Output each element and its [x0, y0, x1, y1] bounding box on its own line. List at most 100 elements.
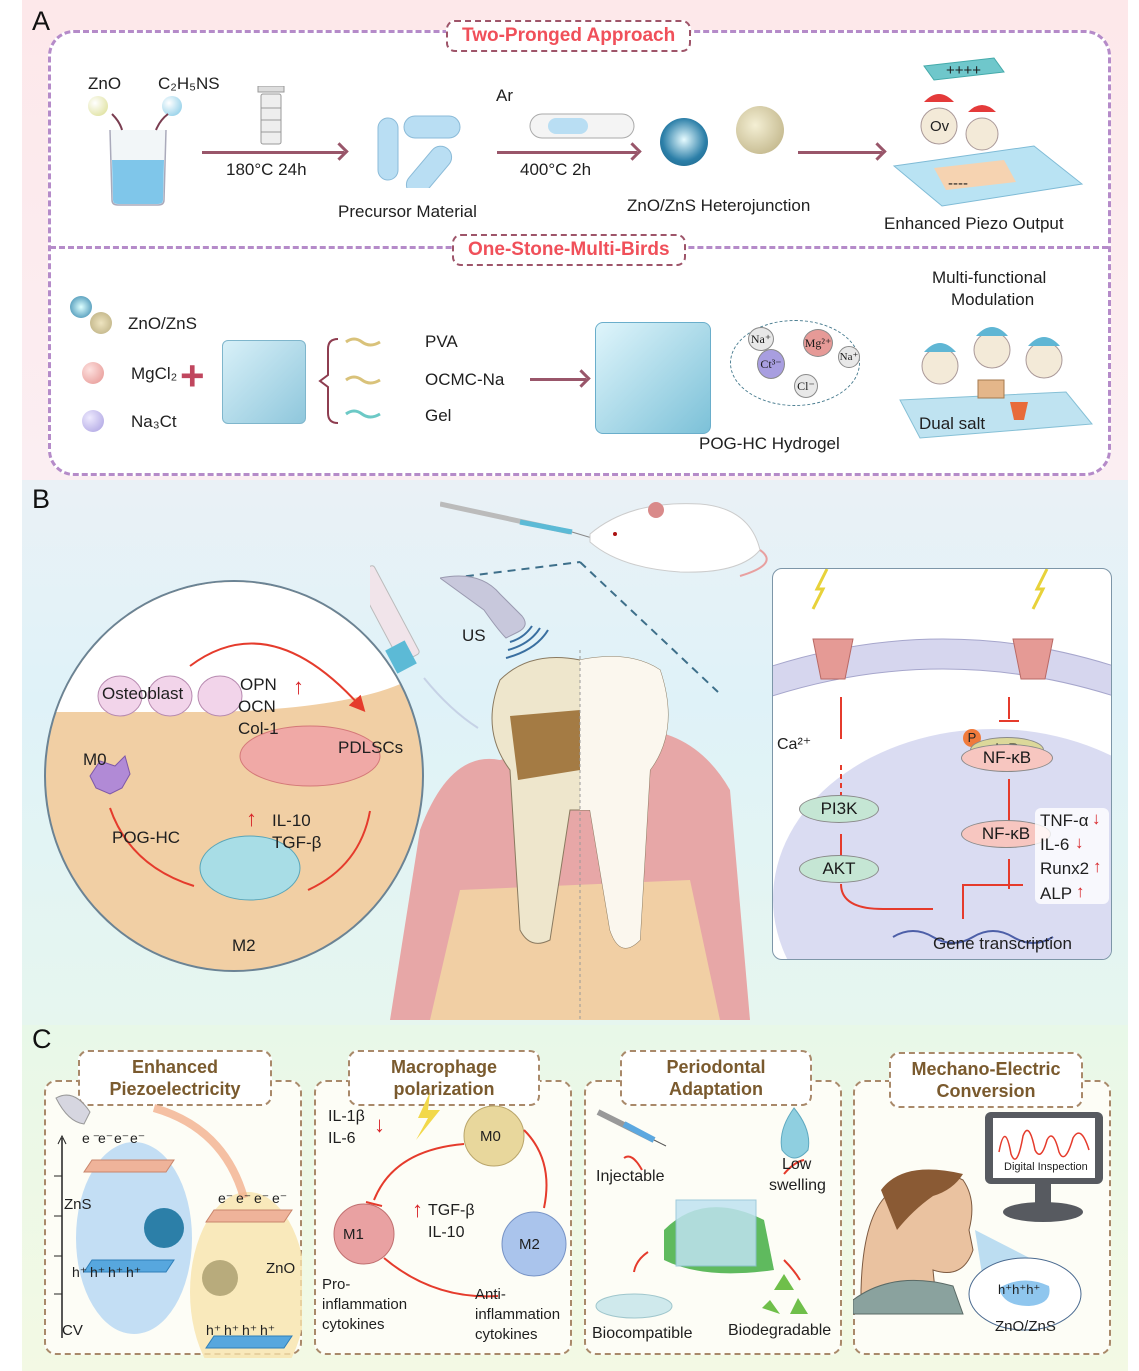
znozns-small-sphere-icon — [70, 296, 92, 318]
hole-symbol: h⁺ — [1026, 1282, 1041, 1297]
zns-hole-label: h⁺ — [126, 1264, 142, 1280]
thioacetamide-sphere-icon — [162, 96, 182, 116]
zno-label: ZnO — [266, 1260, 296, 1277]
cytokine-il10-label: IL-10 — [272, 811, 311, 830]
upregulation-arrow-icon: ↑ — [412, 1197, 423, 1222]
title-line-1: Macrophage — [390, 1057, 498, 1077]
upregulation-arrow-icon: ↑ — [1076, 882, 1085, 901]
il1b-label: IL-1β — [328, 1108, 365, 1125]
tgfb-label: TGF-β — [428, 1202, 475, 1219]
polymer-label-pva: PVA — [425, 332, 458, 351]
multi-functional-label: Multi-functional — [932, 268, 1047, 287]
polymer-label-ocmc-na: OCMC-Na — [425, 370, 505, 389]
pro-inflammation-label-2: inflammation — [322, 1296, 408, 1313]
zno-hole-label: h⁺ — [206, 1322, 222, 1338]
biodegradable-label: Biodegradable — [728, 1322, 832, 1339]
synthesis-arrow-3 — [798, 151, 882, 154]
anti-inflammation-label-2: inflammation — [475, 1306, 561, 1323]
m1-label: M1 — [343, 1226, 364, 1243]
gene-transcription-label: Gene transcription — [933, 934, 1072, 953]
downregulation-arrow-icon: ↓ — [374, 1112, 385, 1137]
periodontal-adaptation-title: Periodontal Adaptation — [620, 1050, 812, 1106]
il6-label: IL-6 — [328, 1130, 356, 1147]
gene-runx2: Runx2 — [1040, 859, 1090, 878]
zns-electrons-label: e⁻ — [82, 1130, 104, 1146]
zno-hole-label: h⁺ — [224, 1322, 240, 1338]
citrate-ion: Ct³⁻ — [757, 349, 785, 379]
piezo-output-illustration — [892, 57, 1084, 207]
polymer-chain-icons — [345, 337, 381, 419]
reagent-thioacetamide-label: C₂H₅NS — [158, 74, 220, 93]
gene-alp: ALP — [1040, 884, 1073, 903]
marker-opn-label: OPN — [240, 675, 277, 694]
znozns-small-sphere-icon — [90, 312, 112, 334]
modulation-label: Modulation — [951, 290, 1035, 309]
synthesis-arrow-2 — [497, 151, 637, 154]
zoom-dashed-lines — [451, 561, 719, 693]
calcium-ion-label: Ca²⁺ — [777, 736, 812, 753]
nfkb-cytoplasm-node: NF-κB — [961, 744, 1053, 772]
m0-label: M0 — [480, 1128, 501, 1145]
dual-salt-label: Dual salt — [919, 414, 986, 433]
pro-inflammation-label-1: Pro- — [322, 1276, 351, 1293]
periodontal-tooth-illustration — [390, 650, 750, 1020]
zns-hole-label: h⁺ — [108, 1264, 124, 1280]
plus-icon: + — [180, 352, 205, 399]
gene-tnf-alpha: TNF-α — [1040, 811, 1089, 830]
gene-il6: IL-6 — [1040, 835, 1070, 854]
zno-sphere-icon — [736, 106, 784, 154]
title-line-2: Adaptation — [669, 1079, 763, 1099]
anti-inflammation-label-1: Anti- — [475, 1286, 506, 1303]
regeneration-cells-illustration — [89, 642, 381, 901]
precursor-material-label: Precursor Material — [338, 202, 477, 221]
one-stone-multi-birds-tag: One-Stone-Multi-Birds — [452, 234, 686, 266]
panel-letter-b: B — [32, 484, 51, 514]
two-pronged-approach-tag: Two-Pronged Approach — [446, 20, 692, 52]
low-swelling-label-1: Low — [782, 1156, 812, 1173]
na3ct-sphere-icon — [82, 410, 104, 432]
sodium-ion: Na⁺ — [838, 346, 860, 368]
zno-electrons-label: e⁻ — [236, 1190, 252, 1206]
zno-hole-label: h⁺ — [260, 1322, 276, 1338]
macrophage-polarization-diagram — [333, 1092, 567, 1298]
band-structure-diagram — [54, 1094, 302, 1358]
title-line-1: Mechano-Electric — [911, 1059, 1061, 1079]
title-line-2: Conversion — [936, 1081, 1036, 1101]
il10-label: IL-10 — [428, 1224, 465, 1241]
beaker-icon — [109, 113, 169, 206]
argon-label: Ar — [496, 86, 513, 105]
pdlscs-label: PDLSCs — [338, 738, 404, 757]
synthesis-arrow-1 — [202, 151, 344, 154]
mechano-electric-conversion-title: Mechano-Electric Conversion — [889, 1052, 1083, 1108]
hydrogel-cube-icon — [222, 340, 306, 424]
znozns-material-label: ZnO/ZnS — [995, 1318, 1056, 1335]
dual-salt-workers-illustration — [899, 327, 1093, 439]
mgcl2-sphere-icon — [82, 362, 104, 384]
zno-electrons-label: e⁻ — [272, 1190, 288, 1206]
magnesium-ion: Mg²⁺ — [803, 329, 833, 357]
hole-symbol: h⁺ — [998, 1282, 1013, 1297]
sodium-ion: Na⁺ — [748, 327, 774, 351]
zno-electrons-label: e⁻ — [218, 1190, 234, 1206]
charge-separation-label: h⁺h⁺h⁺ — [998, 1282, 1040, 1298]
title-line-2: Piezoelectricity — [109, 1079, 241, 1099]
biocompatible-label: Biocompatible — [592, 1325, 693, 1342]
positive-charge-label: ++++ — [946, 62, 982, 79]
bracket-icon — [318, 338, 339, 424]
zns-electrons-label: e⁻ — [130, 1130, 146, 1146]
akt-node: AKT — [799, 855, 879, 883]
m2-label: M2 — [519, 1236, 540, 1253]
upregulation-arrow-icon: ↑ — [1093, 857, 1102, 876]
panel-letter-a: A — [32, 6, 51, 36]
zns-hole-label: h⁺ — [72, 1264, 88, 1280]
title-line-2: polarization — [393, 1079, 495, 1099]
oxygen-vacancy-label: Ov — [930, 118, 950, 135]
anti-inflammation-label-3: cytokines — [475, 1326, 538, 1343]
mechano-electric-diagram — [853, 1112, 1103, 1331]
heterojunction-label: ZnO/ZnS Heterojunction — [627, 196, 811, 215]
zno-sphere-icon — [88, 96, 108, 116]
pog-hc-hydrogel-cube — [595, 322, 711, 434]
downregulation-arrow-icon: ↓ — [1092, 809, 1101, 828]
step1-condition: 180°C 24h — [226, 160, 307, 179]
injectable-label: Injectable — [596, 1168, 665, 1185]
